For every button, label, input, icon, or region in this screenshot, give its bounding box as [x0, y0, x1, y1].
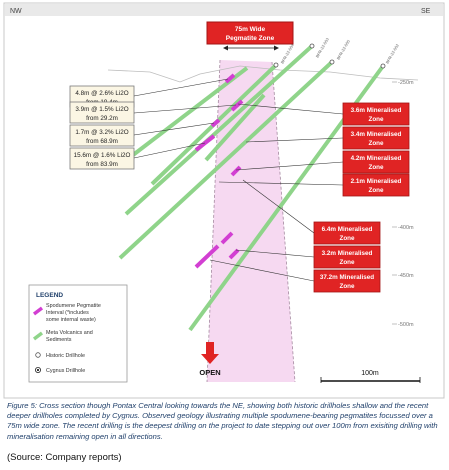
topography-line: [107, 65, 419, 83]
elevation-450: -450m: [398, 273, 414, 279]
open-arrow-icon: [201, 342, 219, 364]
zone-width-arrowhead-left: [223, 45, 228, 51]
collar-3: [273, 62, 279, 68]
legend-pegmatite-line1: Spodumene Pegmatite: [46, 303, 101, 309]
intercept-4-line1: 15.6m @ 1.6% Li2O: [74, 152, 131, 159]
mineralised-leader-7: [209, 259, 315, 282]
legend-pegmatite-line2: Interval (*includes: [46, 310, 89, 316]
pegmatite-interval-5: [230, 165, 242, 177]
mineralised-zone-6-line2: Zone: [339, 259, 355, 266]
zone-boundary-left: [206, 59, 221, 383]
figure-caption: Figure 5: Cross section though Pontax Ce…: [7, 401, 438, 441]
intercept-leader-3: [133, 122, 215, 136]
mineralised-zone-4-line2: Zone: [368, 187, 384, 194]
zone-width-arrowhead-right: [274, 45, 279, 51]
collar-2: [309, 43, 315, 49]
mineralised-zone-1-line1: 3.6m Mineralised: [351, 107, 402, 114]
intercept-leader-4: [133, 142, 206, 159]
pegmatite-interval-6: [220, 231, 234, 245]
open-label: OPEN: [199, 368, 220, 377]
mineralised-zone-2-line2: Zone: [368, 140, 384, 147]
legend-sediment-swatch: [32, 331, 44, 341]
legend-cygnus-icon-dot: [36, 368, 40, 372]
legend-cygnus-label: Cygnus Drillhole: [46, 368, 85, 374]
pegmatite-interval-7: [228, 248, 240, 260]
intercept-2-line2: from 29.2m: [86, 115, 118, 122]
mineralised-zone-1-line2: Zone: [368, 116, 384, 123]
collar-4: [380, 63, 386, 69]
legend-historic-label: Historic Drillhole: [46, 353, 85, 359]
legend-pegmatite-swatch: [32, 306, 44, 316]
zone-header-box: [206, 21, 294, 45]
se-label: SE: [421, 8, 431, 15]
mineralised-zone-7-line1: 37.2m Mineralised: [320, 274, 374, 281]
elevation-500: -500m: [398, 322, 414, 328]
mineralised-zone-4-line1: 2.1m Mineralised: [351, 178, 402, 185]
mineralised-zone-5-line1: 6.4m Mineralised: [322, 226, 373, 233]
drillhole-1-trace: [118, 60, 334, 260]
mineralised-leader-6: [235, 249, 315, 258]
legend-sediment-line2: Sediments: [46, 337, 72, 343]
pegmatite-interval-8: [194, 244, 220, 269]
zone-header-line2: Pegmatite Zone: [226, 35, 275, 42]
pegmatite-zone: [207, 60, 295, 382]
mineralised-zone-3-line1: 4.2m Mineralised: [351, 155, 402, 162]
intercept-box-3: [69, 124, 135, 147]
legend-pegmatite-line3: some internal waste): [46, 317, 96, 323]
mineralised-leader-2: [245, 137, 344, 143]
elevation-400: -400m: [398, 225, 414, 231]
elevation-250: -250m: [398, 80, 414, 86]
legend-box: [28, 284, 128, 383]
nw-label: NW: [10, 8, 22, 15]
legend-sediment-line1: Meta Volcanics and: [46, 330, 93, 336]
intercept-box-2: [69, 101, 135, 124]
drillhole-2-trace: [124, 44, 314, 216]
mineralised-leader-4: [218, 181, 344, 186]
intercept-3-line1: 1.7m @ 3.2% Li2O: [75, 129, 128, 136]
mineralised-leader-3: [235, 161, 344, 171]
source-note: (Source: Company reports): [7, 452, 122, 463]
intercept-2-line1: 3.9m @ 1.5% Li2O: [75, 106, 128, 113]
intercept-1-line1: 4.8m @ 2.6% Li2O: [75, 90, 128, 97]
intercept-4-line2: from 83.9m: [86, 161, 118, 168]
scale-label: 100m: [361, 370, 379, 377]
pegmatite-interval-2: [230, 99, 244, 112]
legend-title: LEGEND: [36, 292, 63, 299]
mineralised-leader-5: [242, 179, 315, 234]
mineralised-zone-2-line1: 3.4m Mineralised: [351, 131, 402, 138]
collar-1: [329, 59, 335, 65]
pegmatite-interval-1: [224, 73, 236, 84]
top-bar: [5, 4, 443, 16]
mineralised-leader-1: [237, 103, 344, 115]
mineralised-zone-6-line1: 3.2m Mineralised: [322, 250, 373, 257]
mineralised-zone-7-line2: Zone: [339, 283, 355, 290]
legend-historic-icon: [35, 352, 41, 358]
mineralised-zone-3-line2: Zone: [368, 164, 384, 171]
intercept-3-line2: from 68.9m: [86, 138, 118, 145]
zone-boundary-right: [271, 61, 296, 383]
intercept-box-4: [69, 147, 135, 170]
mineralised-zone-5-line2: Zone: [339, 235, 355, 242]
zone-header-line1: 75m Wide: [235, 26, 266, 33]
pegmatite-interval-3: [210, 118, 221, 128]
intercept-leader-2: [133, 104, 237, 114]
intercept-leader-1: [133, 78, 229, 97]
